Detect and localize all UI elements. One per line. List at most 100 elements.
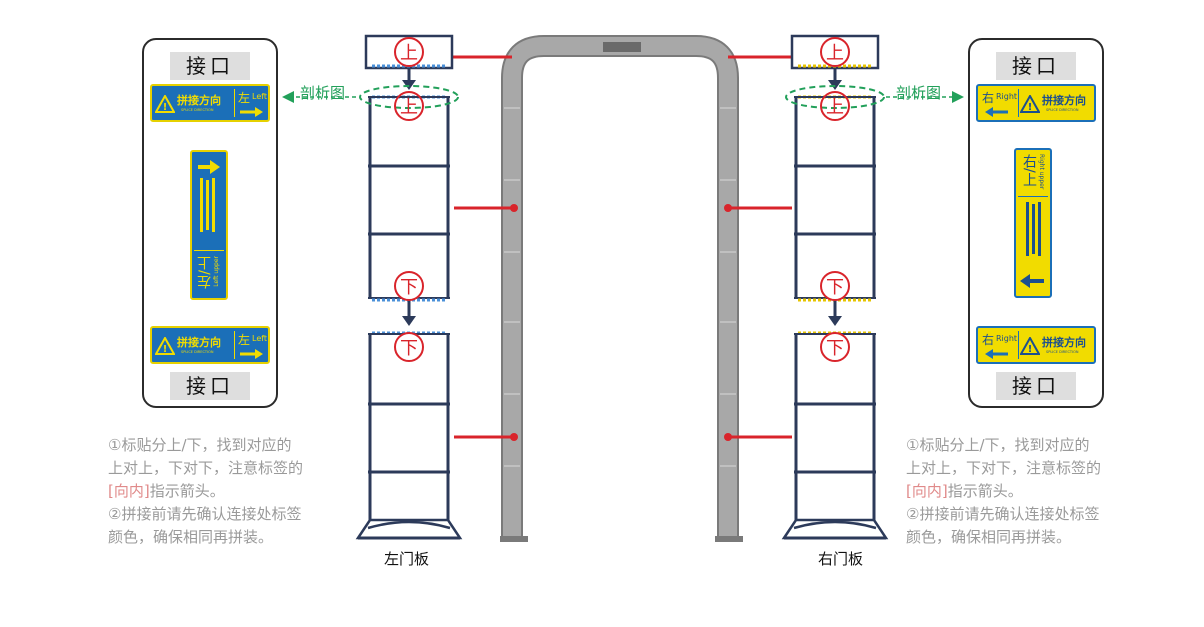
up-mark-text: 上 xyxy=(400,97,418,118)
arrow-left-icon xyxy=(1020,274,1044,288)
splice-direction-en: SPLICE DIRECTION xyxy=(1046,350,1079,354)
direction-en: Left xyxy=(252,334,268,343)
direction-section: 右 Right xyxy=(980,89,1018,117)
section-ellipse xyxy=(359,85,459,109)
down-marker xyxy=(820,271,850,301)
port-label-bottom: 接口 xyxy=(996,372,1076,400)
svg-text:!: ! xyxy=(163,102,168,113)
direction-en: Right xyxy=(996,92,1018,101)
arch-top-plate xyxy=(603,42,641,52)
vertical-position-label: 左/上 Left upper xyxy=(190,150,228,300)
label-divider xyxy=(1018,89,1019,117)
note-line: 颜色，确保相同再拼装。 xyxy=(108,528,274,546)
right-door-panel xyxy=(781,34,964,540)
label-divider xyxy=(194,250,224,251)
svg-text:!: ! xyxy=(1028,344,1033,355)
arch-frame xyxy=(500,35,743,542)
splice-direction-en: SPLICE DIRECTION xyxy=(181,350,214,354)
arrow-right-icon xyxy=(240,349,263,359)
vertical-position-label: 右/上 Right upper xyxy=(1014,148,1052,298)
right-post-foot xyxy=(715,536,743,542)
position-markers: 上 上 下 下 上 上 下 下 xyxy=(394,37,850,362)
right-door-caption: 右门板 xyxy=(818,550,864,568)
note-line: [向内]指示箭头。 xyxy=(906,480,1146,503)
section-view-label: 剖析图 xyxy=(896,84,942,102)
direction-cn: 右 xyxy=(982,333,995,347)
note-line: ①标贴分上/下，找到对应的 xyxy=(108,436,292,454)
direction-cn: 左 xyxy=(238,333,251,347)
splice-direction-label-bottom: 右 Right ! 拼接方向 SPLICE DIRECTION xyxy=(976,326,1096,364)
warning-icon: ! xyxy=(155,95,175,113)
down-mark-text: 下 xyxy=(400,277,418,298)
svg-text:!: ! xyxy=(163,344,168,355)
port-label-top: 接口 xyxy=(170,52,250,80)
splice-direction-section: ! 拼接方向 SPLICE DIRECTION xyxy=(155,89,233,117)
section-ellipse xyxy=(785,85,885,109)
instruction-note-left: ①标贴分上/下，找到对应的 上对上，下对下，注意标签的 [向内]指示箭头。 ②拼… xyxy=(108,434,348,549)
direction-section: 左 Left xyxy=(236,89,268,117)
down-marker xyxy=(394,271,424,301)
label-divider xyxy=(234,89,235,117)
down-mark-text: 下 xyxy=(400,338,418,359)
up-mark-text: 上 xyxy=(826,97,844,118)
warning-icon: ! xyxy=(1020,95,1040,113)
up-mark-text: 上 xyxy=(400,43,418,64)
splice-direction-text: 拼接方向 xyxy=(1042,94,1086,107)
arrow-left-icon xyxy=(985,107,1008,117)
splice-direction-section: ! 拼接方向 SPLICE DIRECTION xyxy=(155,331,233,359)
direction-en: Right xyxy=(996,334,1018,343)
left-door-caption: 左门板 xyxy=(384,550,430,568)
up-mark-text: 上 xyxy=(826,43,844,64)
direction-section: 左 Left xyxy=(236,331,268,359)
arrow-down-icon xyxy=(402,316,416,326)
direction-section: 右 Right xyxy=(980,331,1018,359)
arrow-right-icon xyxy=(240,107,263,117)
splice-direction-section: ! 拼接方向 SPLICE DIRECTION xyxy=(1020,331,1094,359)
down-mark-text: 下 xyxy=(826,277,844,298)
up-marker xyxy=(820,91,850,121)
instruction-note-right: ①标贴分上/下，找到对应的 上对上，下对下，注意标签的 [向内]指示箭头。 ②拼… xyxy=(906,434,1146,549)
note-line: 上对上，下对下，注意标签的 xyxy=(906,459,1102,477)
port-label-bottom: 接口 xyxy=(170,372,250,400)
splice-direction-label-bottom: ! 拼接方向 SPLICE DIRECTION 左 Left xyxy=(150,326,270,364)
note-line-rest: 指示箭头。 xyxy=(149,482,225,500)
connector-lines xyxy=(452,55,792,441)
note-highlight: [向内] xyxy=(906,482,948,500)
section-view-label: 剖析图 xyxy=(300,84,346,102)
splice-direction-en: SPLICE DIRECTION xyxy=(1046,108,1079,112)
direction-en: Left xyxy=(252,92,268,101)
warning-icon: ! xyxy=(1020,337,1040,355)
note-line: ②拼接前请先确认连接处标签 xyxy=(108,505,302,523)
svg-text:!: ! xyxy=(1028,102,1033,113)
label-divider xyxy=(1018,331,1019,359)
port-label-top: 接口 xyxy=(996,52,1076,80)
note-line: 颜色，确保相同再拼装。 xyxy=(906,528,1072,546)
position-cn: 右/上 xyxy=(1021,154,1037,187)
arrow-down-icon xyxy=(828,316,842,326)
up-marker xyxy=(820,37,850,67)
position-en: Right upper xyxy=(1038,154,1045,190)
splice-direction-label-top: ! 拼接方向 SPLICE DIRECTION 左 Left xyxy=(150,84,270,122)
direction-cn: 左 xyxy=(238,91,251,105)
down-marker xyxy=(820,332,850,362)
down-mark-text: 下 xyxy=(826,338,844,359)
splice-direction-text: 拼接方向 xyxy=(177,336,221,349)
up-marker xyxy=(394,37,424,67)
splice-direction-text: 拼接方向 xyxy=(1042,336,1086,349)
note-line: ①标贴分上/下，找到对应的 xyxy=(906,436,1090,454)
splice-direction-en: SPLICE DIRECTION xyxy=(181,108,214,112)
note-line-rest: 指示箭头。 xyxy=(947,482,1023,500)
up-marker xyxy=(394,91,424,121)
arrow-left-icon xyxy=(985,349,1008,359)
right-label-card: 接口 右 Right ! 拼接方向 SPLICE DIRECTION 右/上 R… xyxy=(968,38,1104,408)
label-divider xyxy=(234,331,235,359)
note-line: [向内]指示箭头。 xyxy=(108,480,348,503)
note-line: 上对上，下对下，注意标签的 xyxy=(108,459,304,477)
down-marker xyxy=(394,332,424,362)
note-highlight: [向内] xyxy=(108,482,150,500)
left-post-foot xyxy=(500,536,528,542)
label-divider xyxy=(1018,196,1048,197)
fine-print-block xyxy=(200,178,215,232)
warning-icon: ! xyxy=(155,337,175,355)
